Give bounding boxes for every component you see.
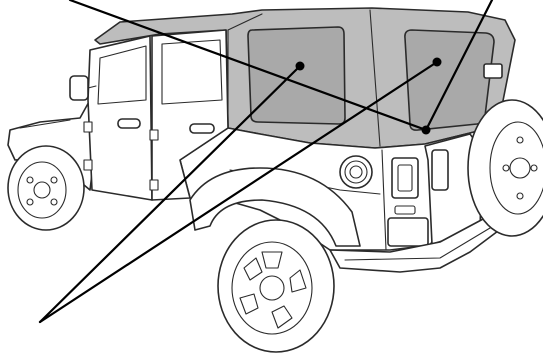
tailgate-dot bbox=[422, 126, 431, 135]
right-window-dot bbox=[433, 58, 442, 67]
rear-wheel bbox=[218, 220, 334, 352]
right-rear-window bbox=[405, 30, 494, 130]
left-window-dot bbox=[296, 62, 305, 71]
fuel-cap bbox=[340, 156, 372, 188]
front-wheel bbox=[8, 146, 84, 230]
left-rear-window bbox=[248, 27, 345, 124]
